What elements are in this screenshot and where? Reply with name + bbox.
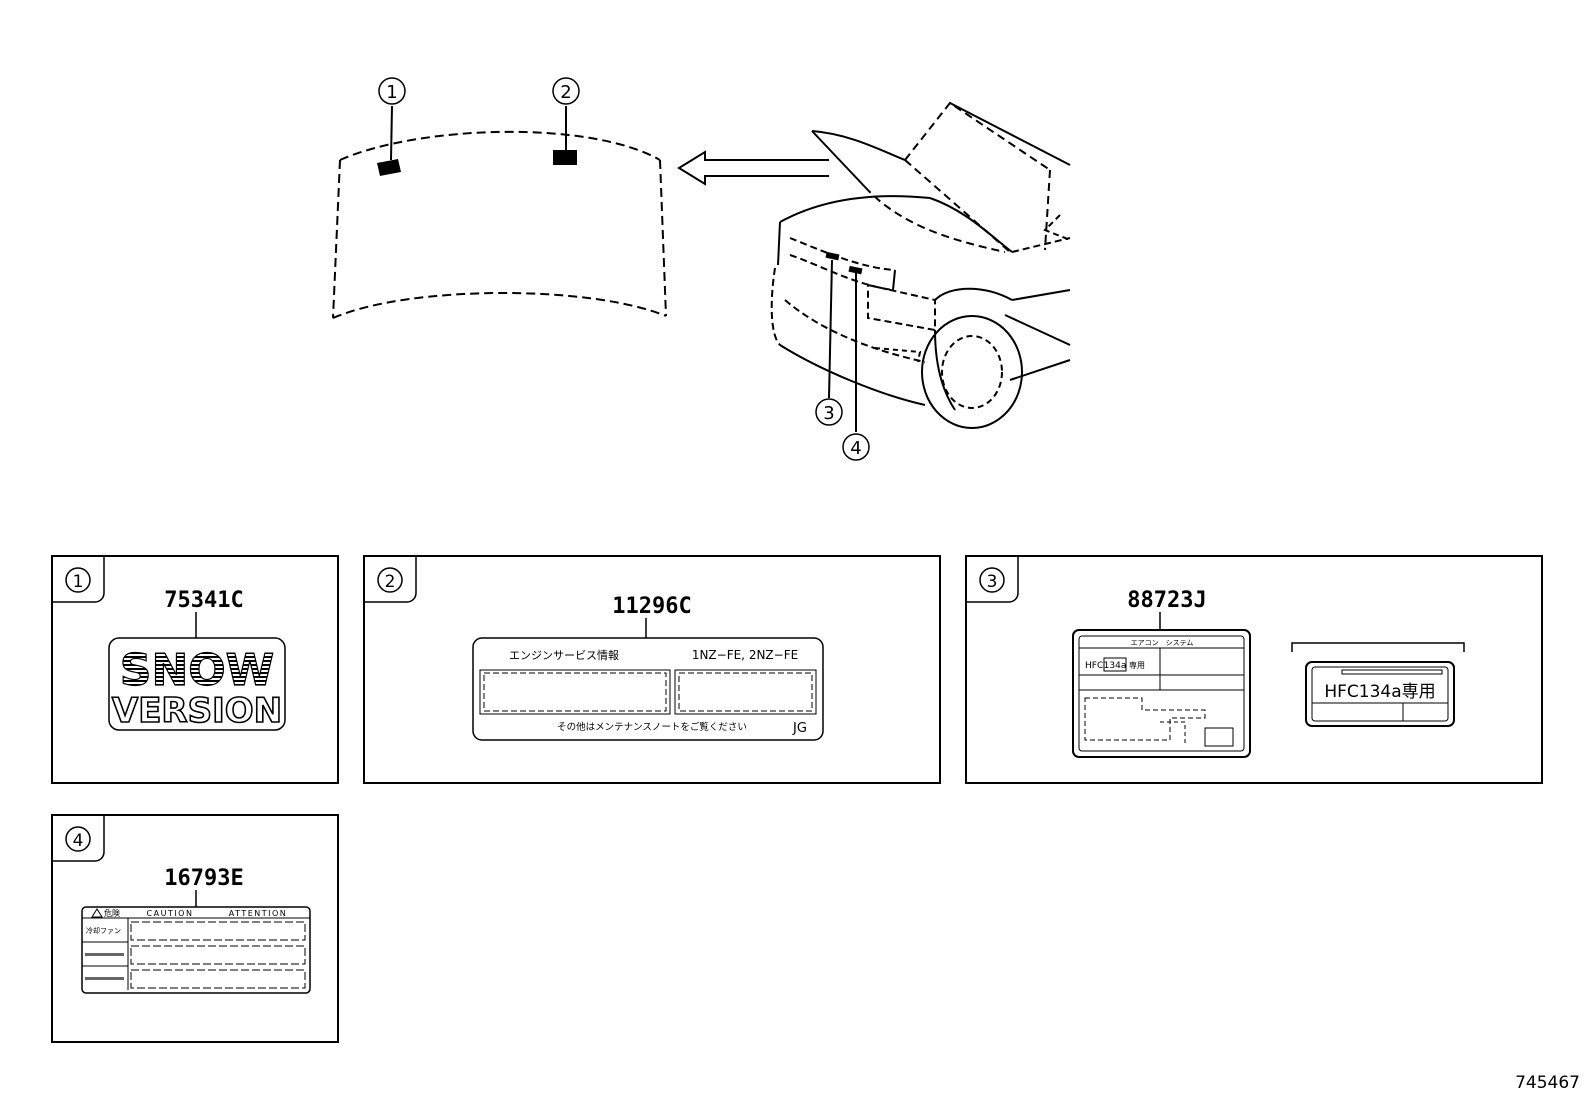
caution-label-caution: CAUTION	[147, 909, 194, 918]
label-position-2-marker	[553, 150, 577, 165]
svg-text:1: 1	[73, 572, 84, 592]
snow-version-decal	[108, 637, 286, 731]
ac-label-boxed: 134a	[1104, 661, 1127, 671]
direction-arrow	[677, 150, 829, 186]
callout-2: 2	[552, 77, 580, 105]
callout-1: 1	[378, 77, 406, 105]
callout-4: 4	[842, 433, 870, 461]
caution-label-danger: 危険	[104, 908, 120, 918]
hood-outline	[332, 130, 667, 319]
vehicle-front-illustration	[770, 101, 1071, 429]
ac-label-title: エアコン システム	[1131, 639, 1194, 647]
part-number-16793E: 16793E	[164, 866, 243, 891]
svg-text:4: 4	[73, 831, 84, 851]
panel-2: 2 11296C エンジンサービス情報 1NZ−FE, 2NZ−FE その他はメ…	[363, 555, 941, 784]
part-number-11296C: 11296C	[612, 594, 691, 619]
panel-3: 3 88723J エアコン システム HFC 134a 専用 HFC134a専用	[965, 555, 1543, 784]
svg-text:3: 3	[987, 572, 998, 592]
label-position-1-marker	[377, 159, 401, 176]
label-code: JG	[792, 721, 807, 736]
panel-4: 4 16793E 危険 CAUTION ATTENTION 冷却ファン	[51, 814, 339, 1043]
figure-id: 745467	[1515, 1073, 1580, 1093]
caution-label: 危険 CAUTION ATTENTION 冷却ファン	[81, 906, 311, 994]
ac-system-label: エアコン システム HFC 134a 専用	[1072, 629, 1251, 758]
decal-line-snow: SNOW	[120, 645, 274, 696]
part-number-88723J: 88723J	[1127, 588, 1206, 613]
caution-label-row1: 冷却ファン	[86, 926, 121, 935]
label-header-right: 1NZ−FE, 2NZ−FE	[692, 648, 798, 662]
svg-text:2: 2	[385, 572, 396, 592]
caution-label-attention: ATTENTION	[229, 909, 288, 918]
decal-line-version: VERSION	[112, 691, 282, 731]
label-header-left: エンジンサービス情報	[509, 649, 619, 662]
label-footer: その他はメンテナンスノートをご覧ください	[557, 721, 747, 733]
ac-label-prefix: HFC	[1085, 661, 1103, 671]
ac-label-suffix: 専用	[1129, 660, 1145, 670]
callout-1-number: 1	[386, 82, 397, 103]
hfc134a-label: HFC134a専用	[1305, 661, 1455, 727]
part-number-75341C: 75341C	[164, 588, 243, 613]
callout-2-number: 2	[560, 82, 571, 103]
callout-3-number: 3	[823, 403, 834, 424]
label-position-3-marker	[825, 251, 840, 261]
leader-line-1	[390, 105, 393, 161]
label-position-4-marker	[848, 265, 863, 275]
leader-line-3	[828, 259, 833, 399]
callout-4-number: 4	[850, 438, 861, 459]
panel-1: 1 75341C SNOW VERSION	[51, 555, 339, 784]
callout-3: 3	[815, 398, 843, 426]
hfc134a-text: HFC134a専用	[1324, 682, 1435, 702]
